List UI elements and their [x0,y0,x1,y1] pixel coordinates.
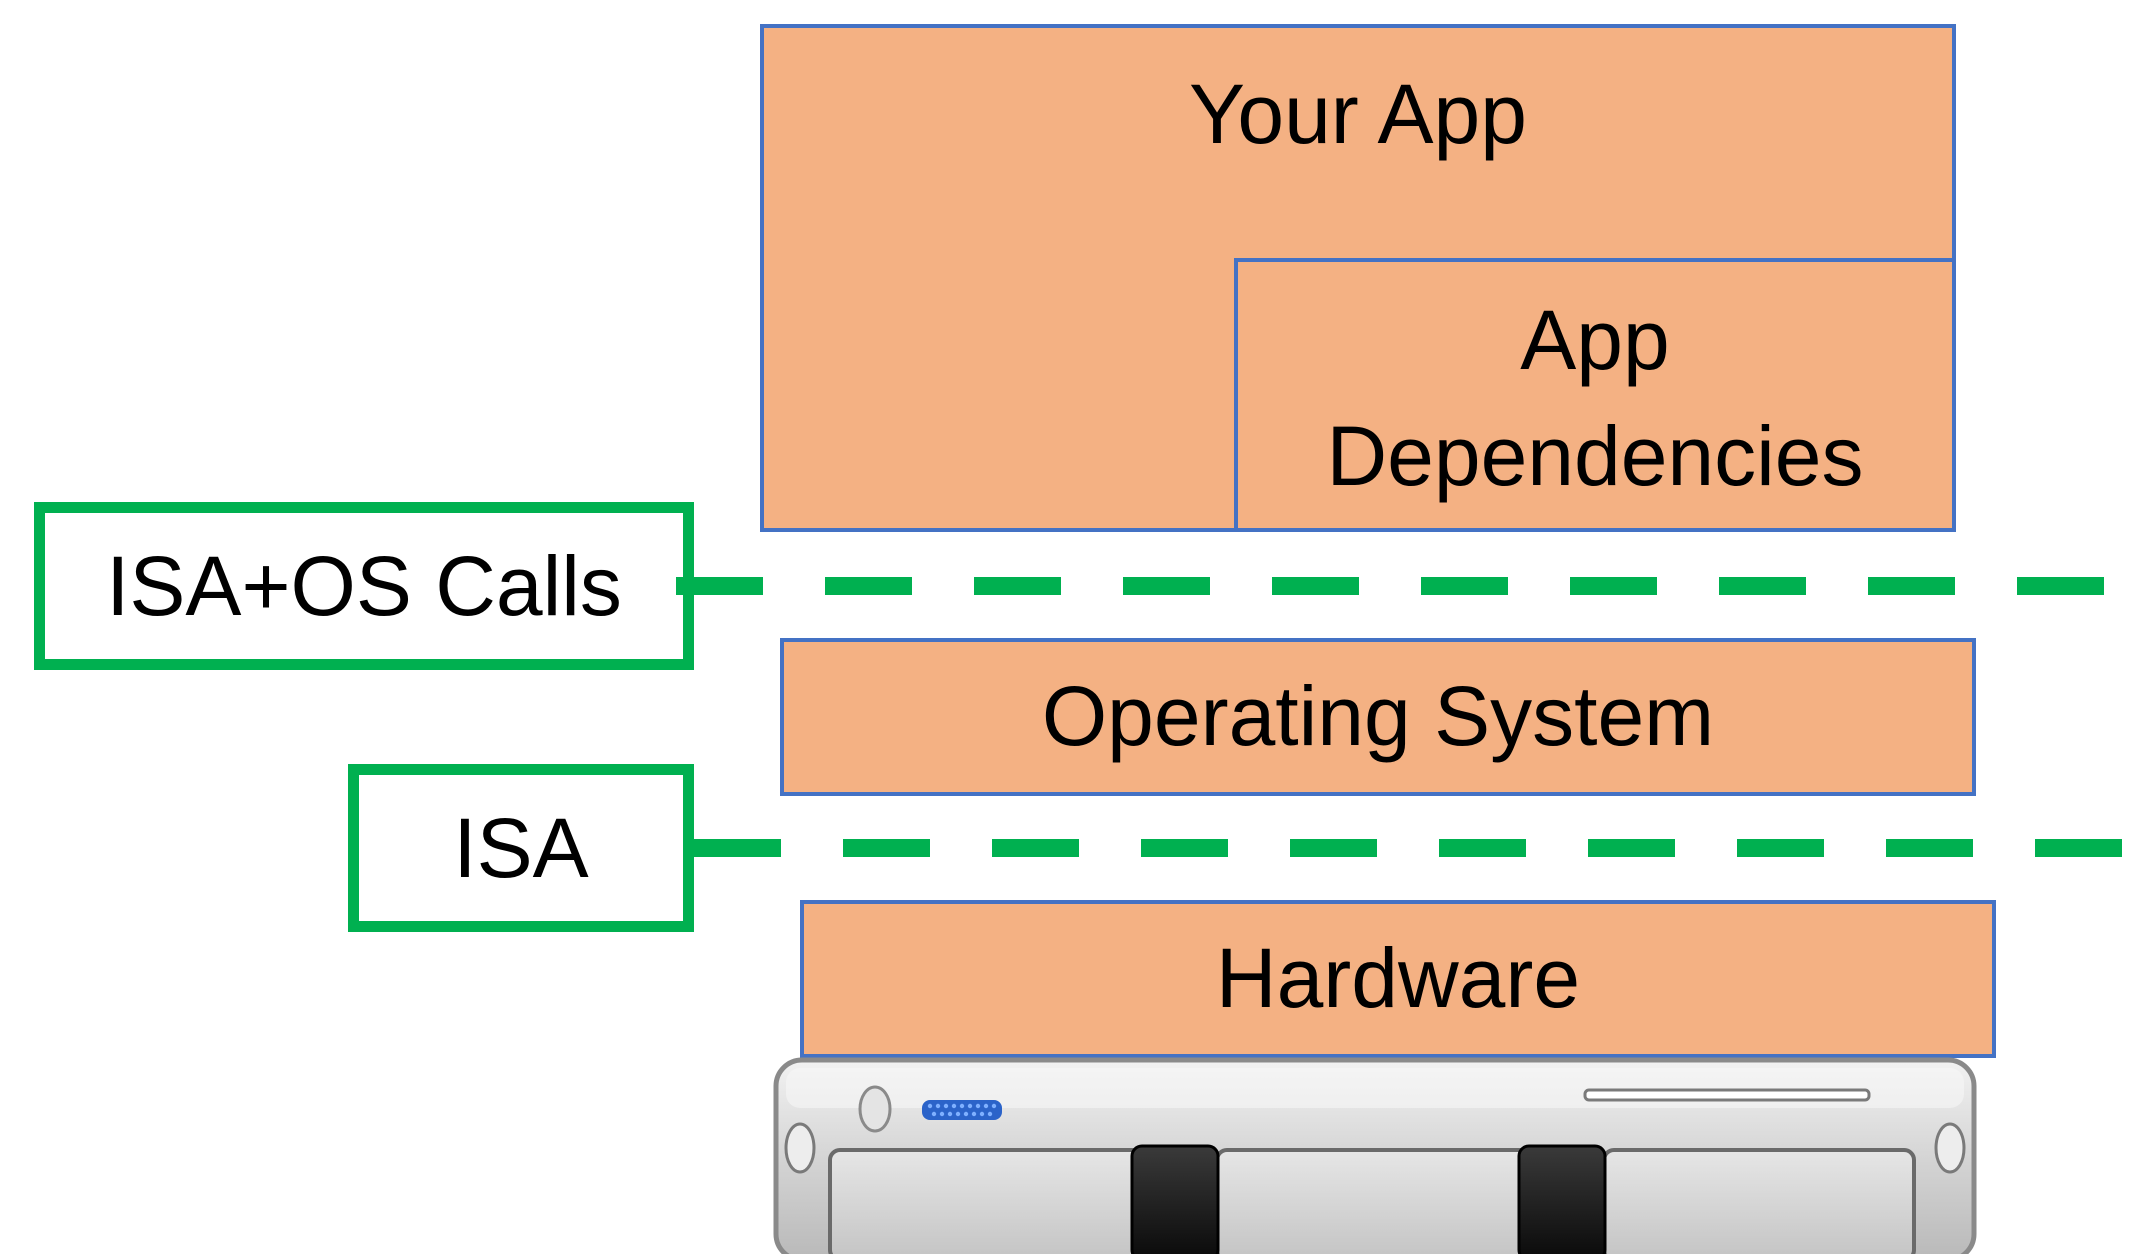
isa-box: ISA [348,764,694,932]
isa-os-calls-label: ISA+OS Calls [106,538,622,633]
your-app-label: Your App [1189,67,1527,161]
rack-server-icon [773,1057,1977,1254]
app-dependencies-label-line2: Dependencies [1326,409,1864,503]
hardware-label: Hardware [1215,931,1581,1025]
hardware-layer: Hardware [800,900,1996,1058]
app-dependencies-label-line1: App [1520,293,1670,387]
operating-system-layer: Operating System [780,638,1976,796]
isa-os-calls-box: ISA+OS Calls [34,502,694,670]
app-dependencies-layer: App Dependencies [1234,258,1956,532]
isa-os-calls-dashed-line [676,577,2126,595]
isa-label: ISA [453,800,589,895]
isa-dashed-line [694,839,2134,857]
operating-system-label: Operating System [1041,669,1715,763]
